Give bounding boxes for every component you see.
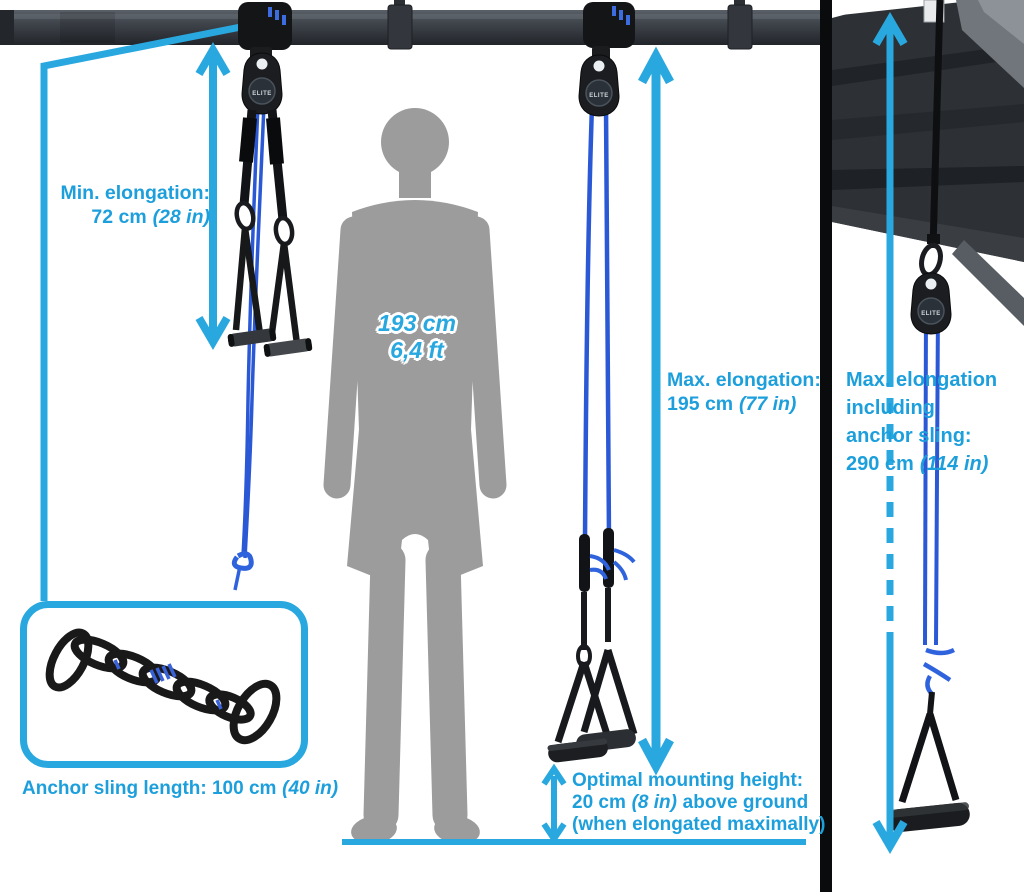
panel-label-value: 290 cm xyxy=(846,453,914,475)
handle xyxy=(263,338,313,357)
rope-knots xyxy=(589,548,636,581)
mounting-height-suffix: above ground xyxy=(682,792,809,813)
trainer-straps xyxy=(239,109,288,221)
panel-label-imperial: (114 in) xyxy=(919,453,989,475)
panel-label-line2: including xyxy=(846,397,935,419)
pulley-small xyxy=(910,272,952,335)
min-elongation-value: 72 cm xyxy=(91,206,147,228)
mounting-height-imperial: (8 in) xyxy=(631,792,677,813)
max-elongation-imperial: (77 in) xyxy=(738,393,797,415)
max-elongation-value: 195 cm xyxy=(667,393,734,415)
min-elongation-imperial: (28 in) xyxy=(152,206,210,228)
panel-divider xyxy=(820,0,832,892)
panel-max-elongation-label: Max. elongation including anchor sling: … xyxy=(846,366,997,478)
min-elongation-title: Min. elongation: xyxy=(60,182,210,204)
carabiner-icon xyxy=(576,644,592,668)
handle-straps xyxy=(232,227,301,345)
bar-wrap-strap xyxy=(238,2,292,50)
mounting-height-arrow xyxy=(541,763,567,845)
carabiner-icon xyxy=(919,242,943,278)
mounting-bar xyxy=(0,0,820,50)
anchor-sling-illustration xyxy=(45,628,281,745)
handle-straps xyxy=(898,712,960,804)
anchor-sling-box xyxy=(20,601,308,768)
min-elongation-label: Min. elongation: 72 cm(28 in) xyxy=(28,181,210,229)
carabiner-icon xyxy=(273,215,295,247)
handle xyxy=(227,328,277,347)
min-elongation-arrow xyxy=(195,42,231,350)
rope xyxy=(923,305,940,646)
handle-straps xyxy=(554,588,638,746)
person-silhouette xyxy=(323,108,507,845)
rope-adjuster xyxy=(603,528,614,588)
sling-stitching xyxy=(113,659,223,710)
suspension-trainer-max xyxy=(547,2,638,763)
anchor-strap xyxy=(929,0,944,249)
panel-max-elongation-arrow xyxy=(872,12,908,854)
person-height-metric: 193 cm xyxy=(377,310,456,336)
bar-clamp xyxy=(727,4,753,50)
support-strut xyxy=(952,240,1024,326)
handle xyxy=(887,802,970,833)
panel-label-line1: Max. elongation xyxy=(846,369,998,391)
anchor-sling-imperial: (40 in) xyxy=(282,778,339,799)
rope-adjuster xyxy=(579,534,590,592)
panel-trainer xyxy=(887,0,970,833)
person-height-label: 193 cm 6,4 ft xyxy=(332,310,502,364)
max-elongation-title: Max. elongation: xyxy=(667,369,821,391)
bar-clamp xyxy=(387,4,413,50)
panel-label-line3: anchor sling: xyxy=(846,425,972,447)
rope xyxy=(582,105,612,541)
mounting-height-label: Optimal mounting height: 20 cm(8 in)abov… xyxy=(572,770,825,836)
person-height-imperial: 6,4 ft xyxy=(390,337,444,363)
anchor-sling-text: Anchor sling length: 100 cm xyxy=(22,778,277,799)
rope xyxy=(231,103,266,591)
anchor-sling-caption: Anchor sling length: 100 cm(40 in) xyxy=(22,777,338,801)
mounting-height-line3: (when elongated maximally) xyxy=(572,814,826,835)
mounting-height-line1: Optimal mounting height: xyxy=(572,770,804,791)
foot-cradle xyxy=(547,738,608,763)
max-elongation-label: Max. elongation: 195 cm(77 in) xyxy=(667,368,821,416)
max-elongation-arrow xyxy=(638,46,674,776)
mounting-height-value: 20 cm xyxy=(572,792,626,813)
suspension-trainer-min xyxy=(227,2,313,591)
rope-knot xyxy=(922,647,956,696)
